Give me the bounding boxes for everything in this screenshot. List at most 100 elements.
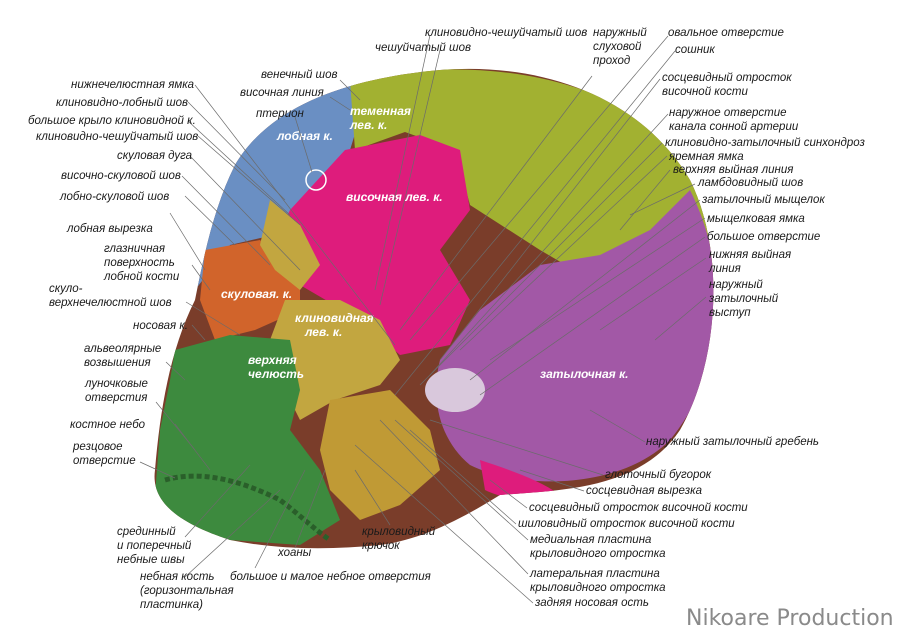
leader-post-nasal bbox=[354, 444, 534, 604]
label-alv-eminences-line-1: альвеолярные bbox=[84, 343, 161, 355]
label-sphenosquamous: клиновидно-чешуйчатый шов bbox=[36, 131, 198, 143]
label-carotid-line-1: наружное отверстие bbox=[669, 107, 786, 119]
label-occipital-condyle: затылочный мыщелок bbox=[701, 194, 825, 206]
bone-label-occipital: затылочная к. bbox=[540, 367, 629, 381]
credit-watermark: Nikoare Production bbox=[686, 606, 894, 631]
label-median-sutures-line-2: и поперечный bbox=[117, 540, 192, 552]
bone-label-temporal: височная лев. к. bbox=[346, 190, 443, 204]
label-protuberance-line-2: затылочный bbox=[708, 293, 779, 305]
label-lateral-plate-line-2: крыловидного отростка bbox=[530, 582, 666, 594]
leader-synchondrosis bbox=[419, 142, 663, 386]
label-synchondrosis: клиновидно-затылочный синхондроз bbox=[665, 137, 866, 149]
label-alv-eminences-line-2: возвышения bbox=[84, 357, 151, 369]
label-mastoid-process-bottom: сосцевидный отросток височной кости bbox=[529, 502, 748, 514]
leader-palatine-foramina bbox=[254, 469, 306, 569]
leader-acoustic bbox=[399, 75, 593, 331]
bone-label-parietal-line-2: лев. к. bbox=[349, 118, 387, 132]
leader-carotid bbox=[429, 113, 669, 376]
label-median-sutures: срединный и поперечный небные швы bbox=[117, 526, 195, 566]
labels-bottom: глоточный бугорок сосцевидная вырезка со… bbox=[117, 469, 748, 611]
leader-pterion bbox=[294, 116, 313, 173]
label-temporal-line: височная линия bbox=[240, 87, 324, 99]
bone-label-maxilla-line-1: верхняя bbox=[248, 353, 297, 367]
leader-squamous bbox=[379, 49, 441, 306]
leader-frontal-notch bbox=[169, 212, 206, 271]
label-alveolar-foramina: луночковые отверстия bbox=[84, 378, 151, 404]
labels-left: нижнечелюстная ямка клиновидно-лобный шо… bbox=[28, 79, 198, 467]
label-medial-plate-line-2: крыловидного отростка bbox=[530, 548, 666, 560]
leader-protuberance bbox=[654, 296, 707, 341]
label-pterion: птерион bbox=[256, 108, 304, 120]
leader-orbital bbox=[191, 264, 211, 291]
label-spheno-squamous-top: клиновидно-чешуйчатый шов bbox=[425, 27, 587, 39]
label-frontozygomatic: лобно-скуловой шов bbox=[59, 191, 169, 203]
label-sup-nuchal-line: верхняя выйная линия bbox=[673, 164, 793, 176]
leader-mandibular-fossa bbox=[194, 84, 396, 346]
label-medial-plate: медиальная пластина крыловидного отростк… bbox=[530, 534, 666, 560]
temporal-bone bbox=[270, 135, 470, 355]
label-incisive-foramen: резцовое отверстие bbox=[72, 441, 136, 467]
label-jugular-notch: яремная ямка bbox=[668, 151, 744, 163]
label-inf-nuchal-line: нижняя выйная линия bbox=[708, 249, 794, 275]
leader-mastoid bbox=[439, 78, 661, 361]
leader-lambdoid bbox=[629, 183, 696, 216]
label-alveolar-eminences: альвеолярные возвышения bbox=[84, 343, 165, 369]
label-protuberance-line-1: наружный bbox=[709, 279, 763, 291]
label-bony-palate: костное небо bbox=[70, 419, 146, 431]
label-zygomatic-arch: скуловая дуга bbox=[117, 150, 192, 162]
label-styloid-process: шиловидный отросток височной кости bbox=[518, 518, 735, 530]
labels-top: клиновидно-чешуйчатый шов чешуйчатый шов… bbox=[240, 27, 784, 120]
leader-styloid bbox=[409, 429, 517, 525]
leader-pharyngeal bbox=[429, 419, 604, 476]
label-palatine-bone: небная кость (горизонтальная пластинка) bbox=[140, 571, 237, 611]
leader-crest bbox=[589, 409, 646, 443]
label-carotid-line-2: канала сонной артерии bbox=[669, 121, 799, 133]
label-palatine-bone-line-3: пластинка) bbox=[140, 599, 203, 611]
label-alv-foramina-line-2: отверстия bbox=[85, 392, 147, 404]
label-incisive-line-1: резцовое bbox=[72, 441, 123, 453]
leader-nasal bbox=[191, 324, 206, 341]
leader-zyg-arch bbox=[189, 155, 301, 271]
vomer-bone bbox=[320, 390, 440, 520]
label-frontal-notch: лобная вырезка bbox=[66, 223, 153, 235]
label-orbital-surface: глазничная поверхность лобной кости bbox=[103, 243, 180, 283]
label-vomer: сошник bbox=[675, 44, 715, 56]
leader-zygomaticomaxillary bbox=[185, 301, 241, 336]
foramen-magnum bbox=[425, 368, 485, 412]
label-mastoid-process: сосцевидный отросток височной кости bbox=[662, 72, 795, 98]
label-lambdoid-suture: ламбдовидный шов bbox=[697, 177, 803, 189]
label-foramen-magnum: большое отверстие bbox=[707, 231, 820, 243]
label-inf-nuchal-line-2: линия bbox=[708, 263, 741, 275]
bone-label-frontal: лобная к. bbox=[276, 129, 333, 143]
label-zygomaticomaxillary-line-1: скуло- bbox=[49, 283, 83, 295]
leader-temporozygomatic bbox=[181, 175, 271, 266]
label-acoustic-line-1: наружный bbox=[593, 27, 647, 39]
labels-right: сосцевидный отросток височной кости нару… bbox=[646, 72, 866, 448]
leader-hamulus bbox=[354, 469, 391, 526]
label-temporozygomatic: височно-скуловой шов bbox=[61, 170, 181, 182]
label-orbital-line-3: лобной кости bbox=[103, 271, 180, 283]
pterion-marker bbox=[305, 169, 327, 191]
label-post-nasal-spine: задняя носовая ость bbox=[534, 597, 649, 609]
label-median-sutures-line-1: срединный bbox=[117, 526, 176, 538]
label-nasal-bone: носовая к. bbox=[133, 320, 188, 332]
label-alv-foramina-line-1: луночковые bbox=[84, 378, 148, 390]
label-squamous-suture: чешуйчатый шов bbox=[375, 42, 471, 54]
label-orbital-line-1: глазничная bbox=[104, 243, 165, 255]
leader-ovale bbox=[409, 35, 669, 341]
leader-medial-plate bbox=[394, 419, 529, 541]
label-mastoid-line-1: сосцевидный отросток bbox=[662, 72, 792, 84]
leader-jugular bbox=[459, 155, 668, 351]
label-palatine-bone-line-1: небная кость bbox=[140, 571, 214, 583]
label-acoustic-line-3: проход bbox=[593, 55, 630, 67]
label-inf-nuchal-line-1: нижняя выйная bbox=[709, 249, 791, 261]
label-palatine-foramina: большое и малое небное отверстия bbox=[230, 571, 431, 583]
label-zygomaticomaxillary: скуло- верхнечелюстной шов bbox=[49, 283, 172, 309]
label-orbital-line-2: поверхность bbox=[104, 257, 175, 269]
label-carotid-canal: наружное отверстие канала сонной артерии bbox=[669, 107, 799, 133]
label-palatine-bone-line-2: (горизонтальная bbox=[140, 585, 234, 597]
bone-label-parietal-line-1: теменная bbox=[350, 104, 411, 118]
label-median-sutures-line-3: небные швы bbox=[117, 554, 185, 566]
